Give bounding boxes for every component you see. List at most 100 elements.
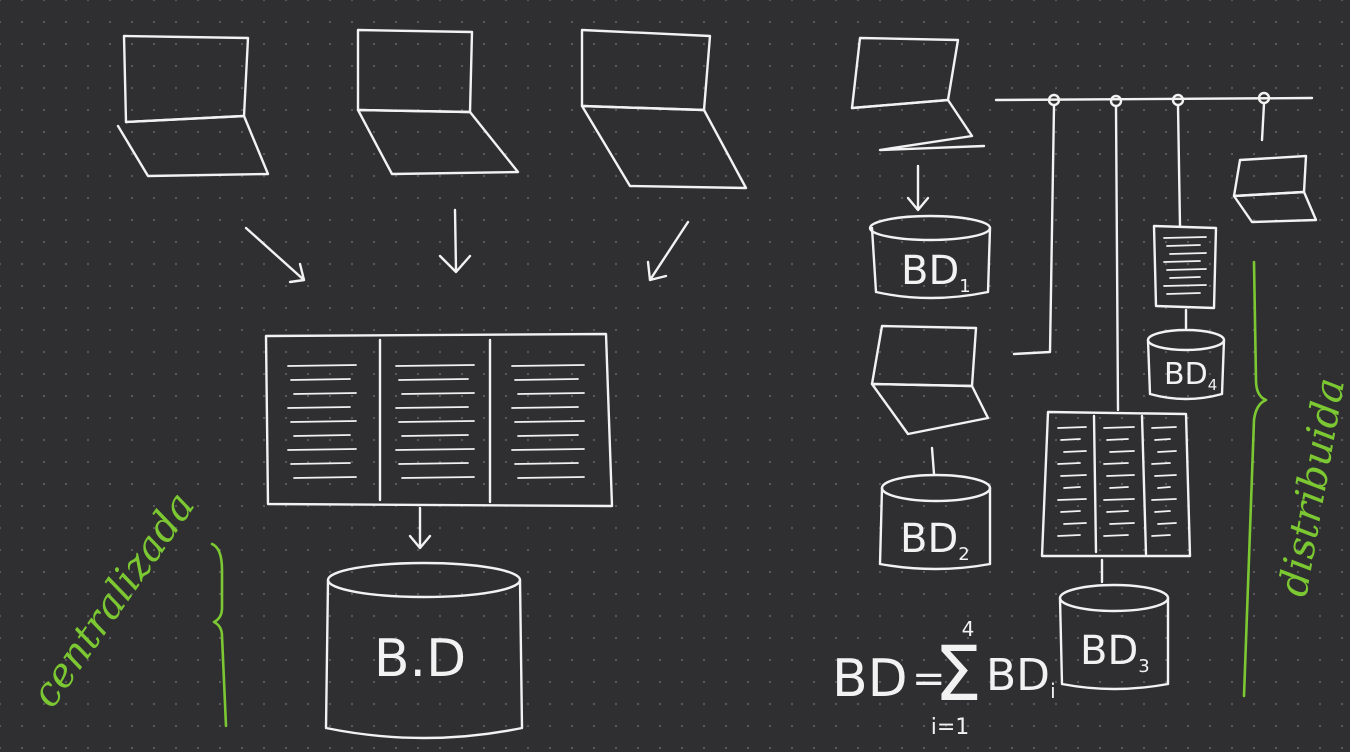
rack-text-line — [1151, 498, 1177, 501]
db-node-1: BD1 — [868, 214, 992, 300]
rack-text-line — [1154, 474, 1177, 477]
laptop-node-5 — [1232, 154, 1318, 224]
rack-text-line — [290, 378, 351, 381]
rack-text-line — [287, 364, 357, 367]
rack-text-line — [1151, 534, 1171, 537]
rack-text-line — [1163, 284, 1207, 287]
distributed-label: distribuida — [1271, 375, 1350, 600]
rack-text-line — [1169, 252, 1207, 255]
rack-text-line — [398, 420, 475, 423]
rack-text-line — [517, 434, 579, 437]
rack-text-line — [514, 462, 579, 465]
rack-text-line — [290, 462, 351, 465]
db-node-3-label: BD3 — [1080, 628, 1150, 677]
rack-text-line — [395, 406, 469, 409]
arrow-laptop-to-db1 — [906, 164, 930, 212]
server-node-4 — [1152, 224, 1218, 310]
db-node-4-label: BD4 — [1164, 357, 1217, 394]
rack-text-line — [1166, 244, 1201, 247]
rack-text-line — [401, 476, 475, 479]
rack-text-line — [1057, 534, 1081, 537]
rack-text-line — [1057, 426, 1087, 429]
laptop-2 — [356, 28, 520, 176]
arrow-laptop2-to-server — [438, 208, 472, 274]
rack-text-line — [1057, 462, 1081, 465]
bus-drop-3 — [1176, 104, 1182, 228]
formula-lhs: BD — [832, 649, 908, 709]
rack-text-line — [517, 392, 585, 395]
rack-text-line — [1103, 534, 1129, 537]
bus-drop-2 — [1114, 104, 1120, 412]
rack-text-line — [1109, 522, 1135, 525]
laptop-node-1 — [850, 36, 986, 152]
rack-text-line — [293, 434, 351, 437]
formula-term: BDi — [986, 650, 1056, 703]
rack-text-line — [1060, 510, 1081, 513]
rack-text-line — [401, 434, 469, 437]
rack-text-line — [1106, 438, 1129, 441]
rack-text-line — [401, 392, 475, 395]
link-laptop-to-db2 — [930, 446, 936, 476]
rack-text-line — [398, 378, 469, 381]
laptop-1 — [116, 34, 270, 178]
distributed-brace — [1242, 260, 1268, 698]
arrow-laptop1-to-server — [244, 226, 306, 284]
rack-text-line — [1157, 486, 1171, 489]
rack-text-line — [1060, 438, 1081, 441]
rack-text-line — [293, 476, 357, 479]
central-db-label: B.D — [374, 629, 466, 689]
rack-text-line — [1063, 522, 1087, 525]
rack-text-line — [1103, 426, 1135, 429]
formula-lower-limit: i=1 — [931, 715, 970, 740]
rack-text-line — [1151, 426, 1177, 429]
rack-text-line — [1063, 450, 1087, 453]
server-rack-node-3 — [1040, 410, 1192, 558]
rack-text-line — [1166, 268, 1207, 271]
rack-text-line — [511, 406, 579, 409]
rack-text-line — [1154, 510, 1171, 513]
rack-text-line — [1109, 450, 1135, 453]
central-database-cylinder: B.D — [324, 561, 524, 740]
rack-text-line — [514, 378, 579, 381]
central-server-rack — [264, 332, 614, 508]
rack-text-line — [398, 462, 469, 465]
rack-text-line — [290, 420, 357, 423]
rack-text-line — [1169, 276, 1201, 279]
rack-text-line — [395, 364, 475, 367]
rack-text-line — [1063, 486, 1081, 489]
laptop-node-2 — [870, 324, 990, 436]
rack-text-line — [517, 476, 585, 479]
arrow-server-to-db — [408, 506, 432, 550]
rack-text-line — [1106, 474, 1135, 477]
rack-text-line — [511, 364, 585, 367]
rack-text-line — [1103, 498, 1135, 501]
bus-drop-4 — [1260, 102, 1266, 142]
db-node-2-label: BD2 — [900, 516, 970, 565]
laptop-3 — [580, 28, 748, 190]
centralized-label: centralizada — [23, 484, 205, 716]
rack-text-line — [1154, 438, 1171, 441]
rack-text-line — [287, 406, 351, 409]
rack-text-line — [1163, 260, 1201, 263]
bus-drop-1 — [1012, 104, 1056, 356]
rack-text-line — [1157, 522, 1177, 525]
rack-text-line — [1163, 236, 1207, 239]
rack-text-line — [1157, 450, 1177, 453]
rack-text-line — [287, 448, 357, 451]
distributed-diagram: BD1 BD2 BD3 — [832, 36, 1350, 740]
rack-text-line — [514, 420, 585, 423]
db-node-2: BD2 — [878, 473, 992, 571]
rack-text-line — [1109, 486, 1129, 489]
rack-text-line — [1151, 462, 1171, 465]
centralized-brace — [210, 542, 228, 728]
centralized-diagram: B.D centralizada — [23, 28, 748, 740]
rack-text-line — [1060, 474, 1087, 477]
db-node-4: BD4 — [1146, 328, 1226, 401]
sum-formula: BD = Σ 4 i=1 BDi — [832, 617, 1056, 740]
rack-text-line — [395, 448, 475, 451]
rack-text-line — [1166, 292, 1201, 295]
rack-text-line — [1106, 510, 1129, 513]
formula-upper-limit: 4 — [962, 617, 975, 641]
arrow-laptop3-to-server — [646, 220, 690, 282]
